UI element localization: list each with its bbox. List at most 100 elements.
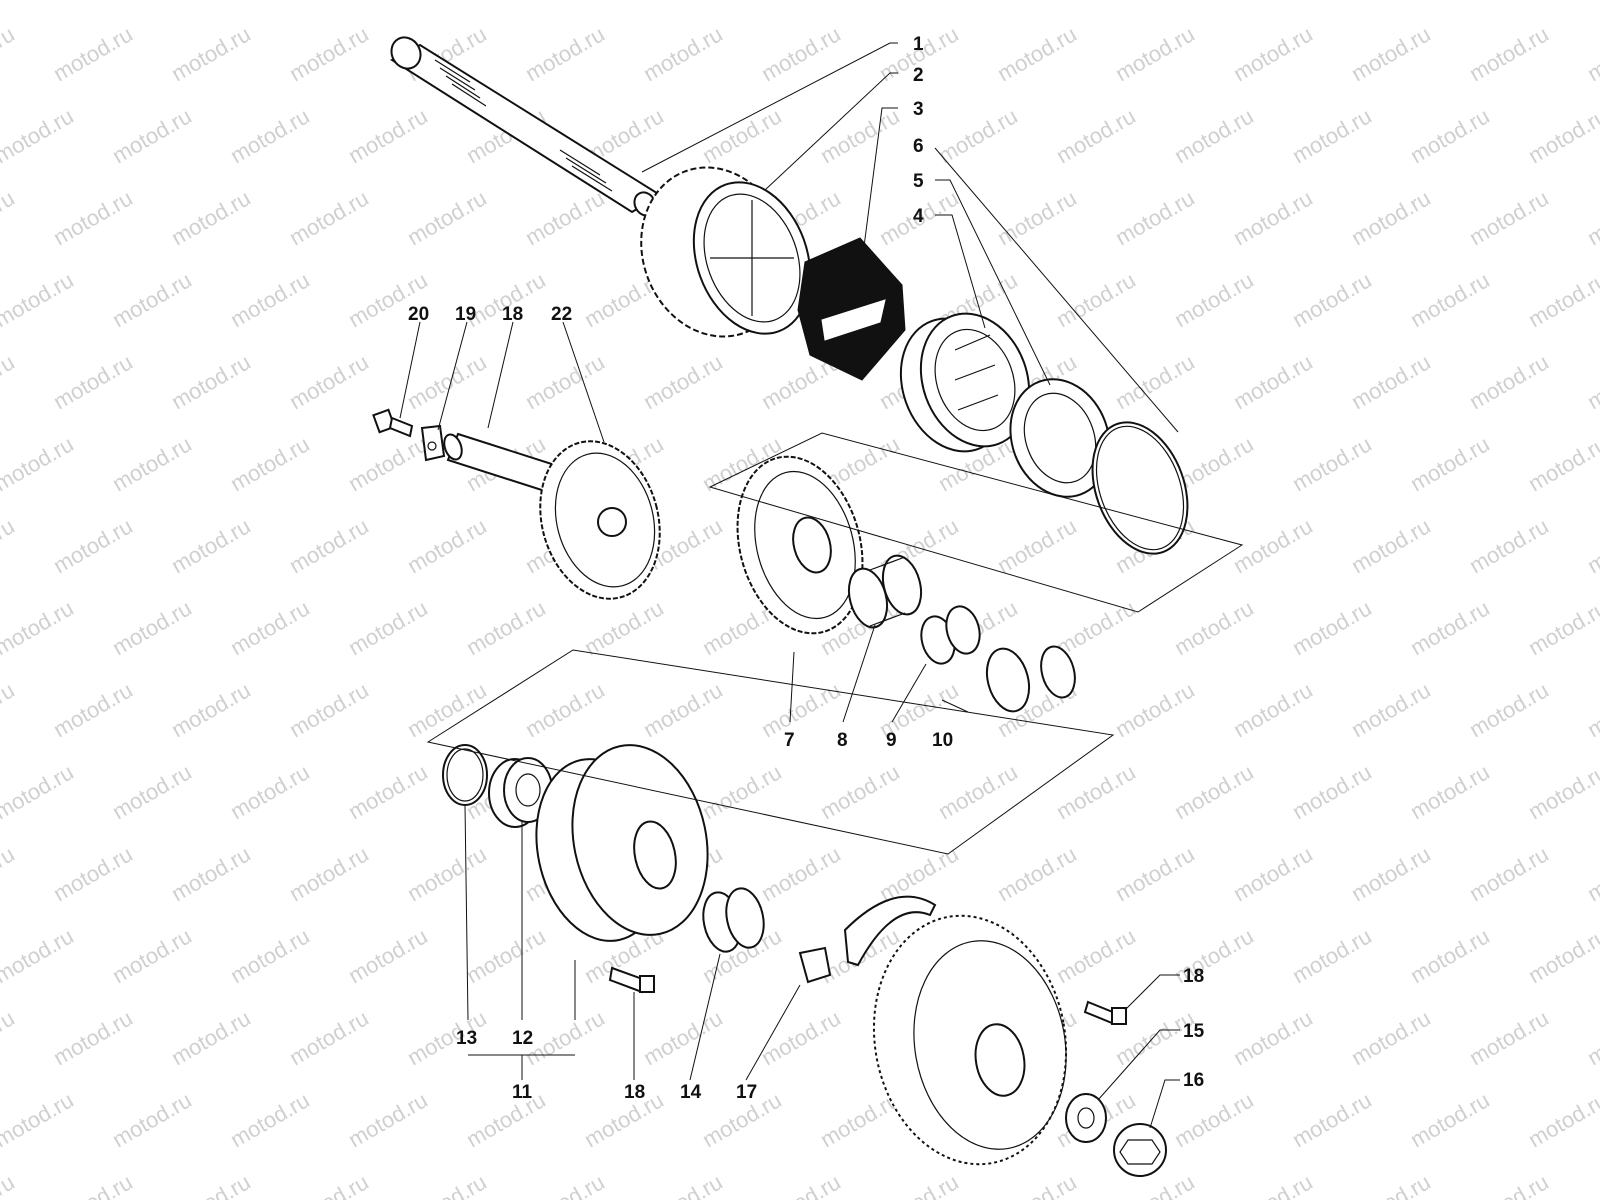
watermark-text: motod.ru [0,841,19,906]
watermark-text: motod.ru [0,1087,78,1152]
watermark-text: motod.ru [580,595,668,660]
callout-3: 3 [913,99,924,120]
watermark-text: motod.ru [285,1005,373,1070]
watermark-text: motod.ru [1406,103,1494,168]
watermark-text: motod.ru [1465,841,1553,906]
callout-6: 6 [913,136,924,157]
callout-21: 20 [408,304,429,325]
watermark-text: motod.ru [1288,431,1376,496]
watermark-text: motod.ru [1229,1169,1317,1200]
watermark-text: motod.ru [1524,0,1600,4]
bolt-small [372,408,414,438]
watermark-text: motod.ru [521,1169,609,1200]
watermark-text: motod.ru [1583,21,1600,86]
watermark-text: motod.ru [344,759,432,824]
flywheel [872,914,1068,1166]
watermark-text: motod.ru [403,1005,491,1070]
watermark-text: motod.ru [1170,1087,1258,1152]
watermark-text: motod.ru [0,923,78,988]
watermark-text: motod.ru [285,513,373,578]
watermark-text: motod.ru [1583,1005,1600,1070]
needle-bearing [847,554,923,629]
watermark-text: motod.ru [1406,759,1494,824]
watermark-text: motod.ru [816,103,904,168]
bushing [920,605,981,665]
watermark-text: motod.ru [167,21,255,86]
watermark-text: motod.ru [403,185,491,250]
watermark-text: motod.ru [167,1005,255,1070]
callout-1: 1 [913,34,924,55]
callout-20: 19 [455,304,476,325]
watermark-text: motod.ru [167,677,255,742]
watermark-text: motod.ru [639,677,727,742]
watermark-text: motod.ru [108,923,196,988]
watermark-text: motod.ru [344,431,432,496]
callout-12: 12 [512,1028,533,1049]
watermark-text: motod.ru [816,759,904,824]
watermark-text: motod.ru [1347,513,1435,578]
pickup [798,895,937,984]
watermark-text: motod.ru [0,759,78,824]
watermark-text: motod.ru [1111,185,1199,250]
callout-4: 4 [913,206,924,227]
spacer [702,887,765,953]
watermark-text: motod.ru [875,841,963,906]
oil-seal [1009,378,1111,498]
bolt [608,966,655,994]
watermark-text: motod.ru [49,677,137,742]
callout-9: 9 [886,730,897,751]
watermark-text: motod.ru [1170,103,1258,168]
watermark-text: motod.ru [639,349,727,414]
watermark-text: motod.ru [49,1169,137,1200]
watermark-text: motod.ru [993,185,1081,250]
watermark-text: motod.ru [1288,595,1376,660]
watermark-text: motod.ru [1288,923,1376,988]
watermark-text: motod.ru [403,841,491,906]
callout-16: 16 [1183,1070,1204,1091]
watermark-text: motod.ru [167,841,255,906]
watermark-text: motod.ru [639,1005,727,1070]
watermark-text: motod.ru [226,923,314,988]
watermark-text: motod.ru [993,841,1081,906]
idler-gear-large [539,440,661,600]
watermark-text: motod.ru [167,513,255,578]
flanged-bushing [985,645,1076,713]
watermark-text: motod.ru [462,595,550,660]
watermark-text: motod.ru [1229,349,1317,414]
watermark-text: motod.ru [1465,185,1553,250]
watermark-text: motod.ru [1583,677,1600,742]
watermark-text: motod.ru [1111,677,1199,742]
watermark-text: motod.ru [0,431,78,496]
watermark-text: motod.ru [462,923,550,988]
watermark-text: motod.ru [1524,267,1600,332]
watermark-text: motod.ru [108,267,196,332]
watermark-text: motod.ru [49,185,137,250]
watermark-text: motod.ru [1052,0,1140,4]
watermark-text: motod.ru [226,0,314,4]
watermark-text: motod.ru [1406,923,1494,988]
callout-11: 11 [512,1082,533,1103]
circlip-small [442,744,488,806]
watermark-text: motod.ru [757,21,845,86]
watermark-text: motod.ru [1524,923,1600,988]
watermark-text: motod.ru [1583,349,1600,414]
watermark-text: motod.ru [108,759,196,824]
watermark-text: motod.ru [0,677,19,742]
watermark-text: motod.ru [816,0,904,4]
watermark-text: motod.ru [49,841,137,906]
callout-10: 10 [932,730,953,751]
watermark-text: motod.ru [1347,677,1435,742]
watermark-text: motod.ru [226,431,314,496]
coupling [899,312,1031,453]
watermark-text: motod.ru [1347,21,1435,86]
watermark-text: motod.ru [757,841,845,906]
watermark-text: motod.ru [1170,759,1258,824]
watermark-text: motod.ru [344,595,432,660]
watermark-text: motod.ru [1229,513,1317,578]
watermark-text: motod.ru [0,185,19,250]
lock-plate [420,424,446,462]
watermark-text: motod.ru [0,0,78,4]
watermark-text: motod.ru [757,677,845,742]
bolt [1083,1000,1127,1025]
watermark-text: motod.ru [639,1169,727,1200]
